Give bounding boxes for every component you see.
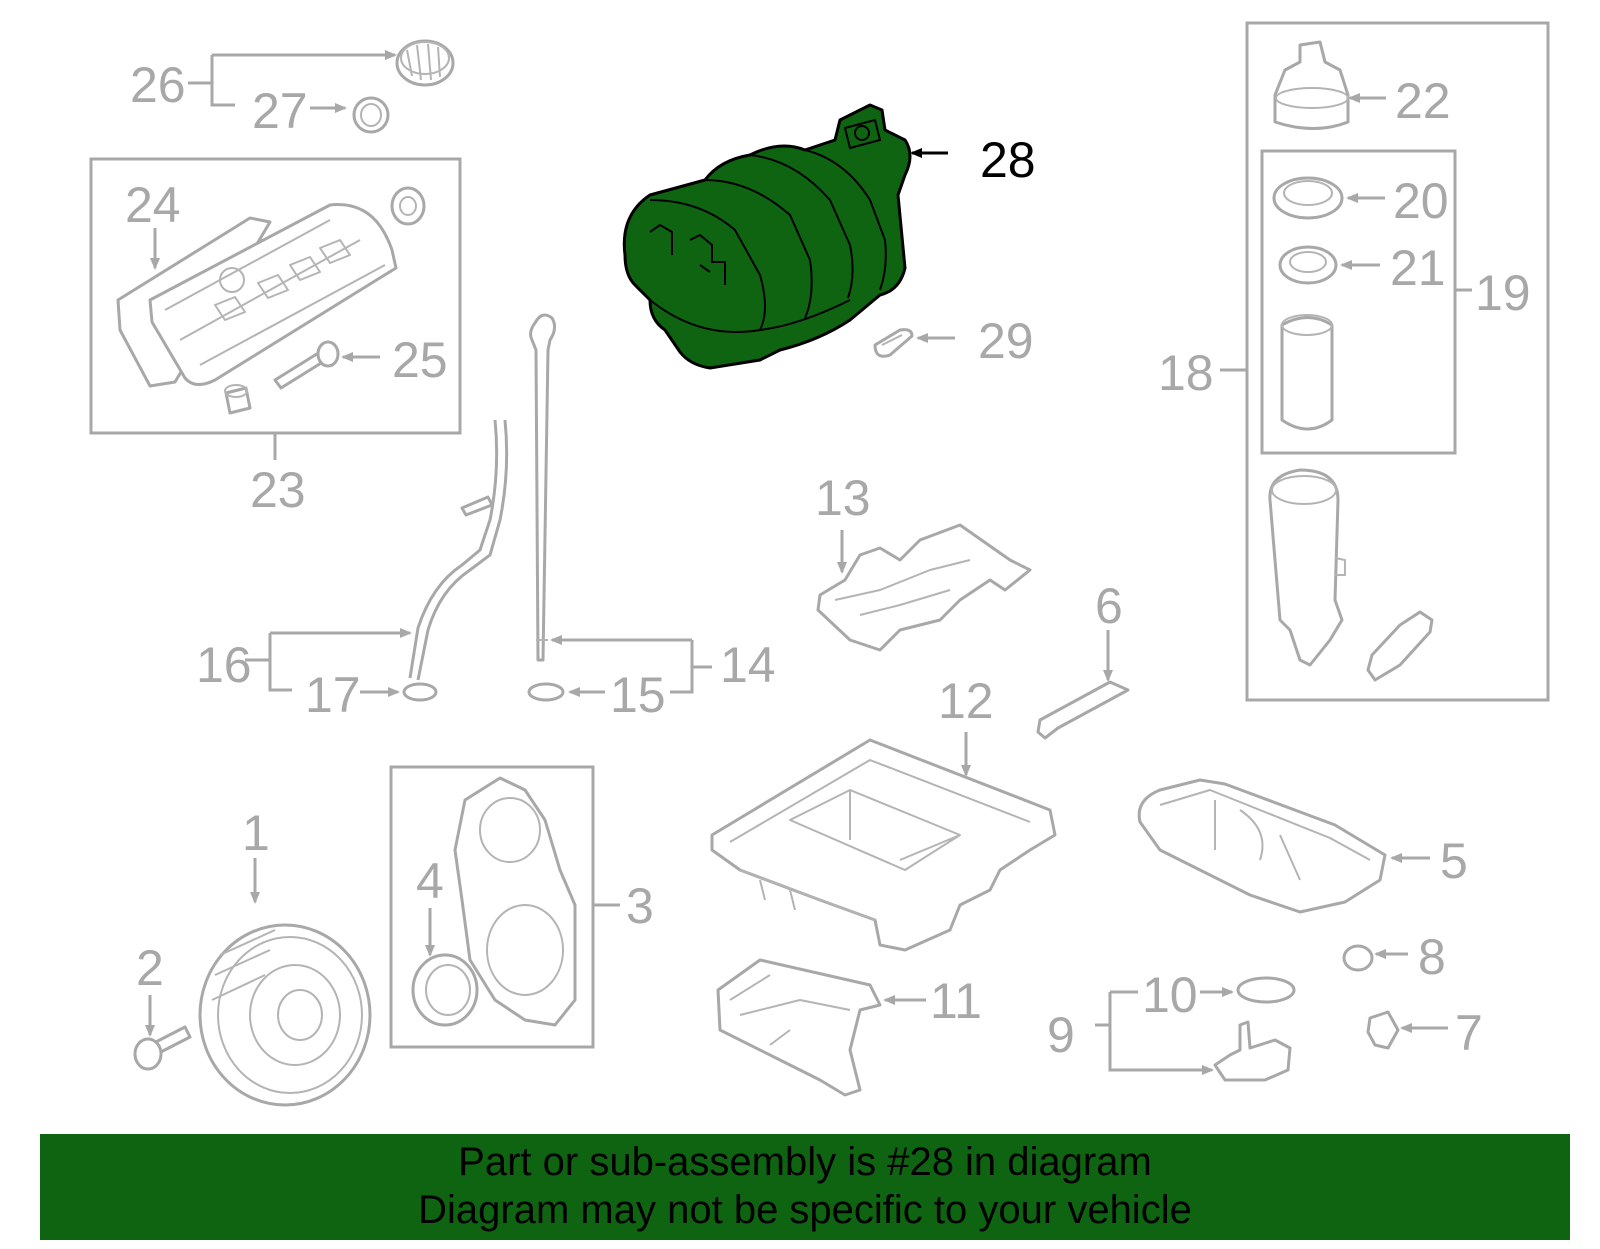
callout-15: 15 [610,667,666,723]
part-25-bolt [273,340,340,390]
part-29-gasket [873,328,914,358]
callout-29: 29 [978,313,1034,369]
callout-7: 7 [1455,1005,1483,1061]
bracket-26 [188,55,235,107]
group-box-3 [389,765,595,1049]
part-3-timing-cover-gasket [453,776,577,1027]
part-11-baffle [716,958,882,1097]
callout-3: 3 [626,878,654,934]
part-15-o-ring [527,682,565,702]
callout-2: 2 [136,940,164,996]
part-6-seal-strip [1036,680,1130,740]
callout-22: 22 [1395,73,1451,129]
part-1-crankshaft-pulley [198,923,372,1107]
part-2-bolt [133,1025,192,1071]
part-5-lower-oil-pan [1137,778,1387,914]
callout-21: 21 [1390,240,1446,296]
callout-4: 4 [416,853,444,909]
part-4-seal [411,953,479,1027]
callout-19: 19 [1475,265,1531,321]
part-seal-plug [390,186,426,226]
part-21-seal [1278,245,1338,285]
callout-5: 5 [1440,833,1468,889]
callout-28: 28 [980,132,1036,188]
callout-8: 8 [1418,929,1446,985]
callout-17: 17 [305,667,361,723]
part-12-upper-oil-pan [710,738,1057,952]
bracket-14 [670,640,712,694]
part-9-oil-level-sensor [1213,1020,1292,1082]
part-8-o-ring [1342,944,1374,972]
part-28-intake-manifold [622,103,912,370]
group-box-18 [1245,21,1550,702]
callout-25: 25 [392,332,448,388]
callout-14: 14 [720,637,776,693]
callout-16: 16 [196,637,252,693]
part-19-filter-element [1280,314,1334,431]
part-27-oil-cap-seal [352,96,390,134]
callout-11: 11 [930,973,982,1029]
part-18-filter-housing [1268,468,1346,667]
callout-27: 27 [252,83,308,139]
callout-20: 20 [1393,173,1449,229]
callout-23: 23 [250,462,306,518]
callout-1: 1 [242,805,270,861]
part-26-oil-filler-cap [395,39,455,87]
part-17-o-ring [402,682,438,702]
banner-line-disclaimer: Diagram may not be specific to your vehi… [418,1188,1192,1232]
callout-6: 6 [1095,578,1123,634]
part-13-baffle [816,523,1032,652]
callout-10: 10 [1142,967,1198,1023]
part-7-drain-plug [1366,1010,1400,1050]
callout-12: 12 [938,673,994,729]
callout-26: 26 [130,57,186,113]
callout-24: 24 [125,177,181,233]
callout-labels: 26 27 24 25 23 28 29 22 20 21 19 18 13 6… [125,57,1531,1063]
info-banner: Part or sub-assembly is #28 in diagram D… [40,1134,1570,1240]
callout-18: 18 [1158,345,1214,401]
group-box-19 [1260,149,1457,455]
part-20-seal [1272,176,1344,220]
callout-9: 9 [1047,1007,1075,1063]
part-housing-gasket [1366,610,1434,682]
part-grommet [224,384,252,415]
banner-line-part: Part or sub-assembly is #28 in diagram [458,1140,1152,1184]
callout-13: 13 [815,470,871,526]
part-22-filter-cap [1273,40,1350,130]
bracket-16 [245,633,292,692]
part-14-dipstick [529,313,557,662]
part-23-valve-cover [148,203,398,386]
part-16-dipstick-tube [408,419,509,681]
part-10-seal [1236,976,1296,1004]
